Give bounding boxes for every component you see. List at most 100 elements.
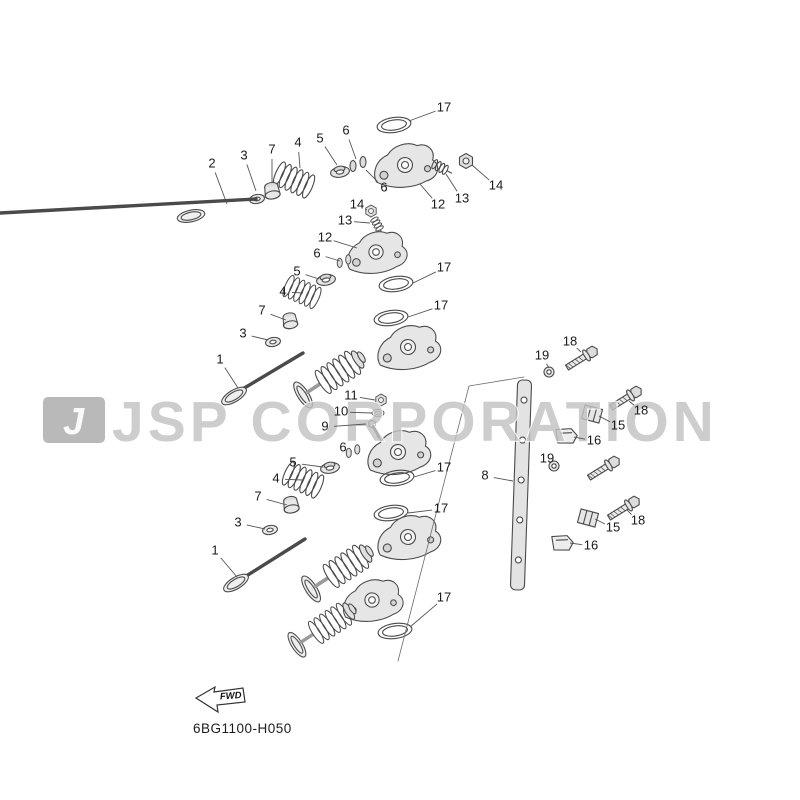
locknut (365, 204, 377, 218)
callout-leader-line (407, 509, 433, 514)
callout-leader-line (364, 208, 368, 211)
callout-label: 6 (380, 179, 387, 194)
spring-seat-washer (264, 335, 282, 349)
callout-label: 12 (431, 196, 445, 211)
rocker-arm (373, 511, 444, 564)
locknut (458, 152, 474, 170)
callout-label: 13 (455, 190, 469, 205)
callout-label: 19 (540, 450, 554, 465)
callout-label: 17 (434, 297, 448, 312)
callout-leader-line (246, 164, 257, 192)
washer-19 (543, 366, 555, 378)
callout-label: 4 (279, 283, 286, 298)
callout-leader-line (493, 477, 514, 482)
callout-label: 5 (289, 454, 296, 469)
callout-label: 4 (272, 470, 279, 485)
callout-leader-line (569, 542, 583, 546)
spring-retainer (315, 272, 337, 288)
spring-seat-washer (261, 523, 279, 537)
callout-leader-line (224, 367, 239, 389)
callout-label: 17 (437, 589, 451, 604)
oring-gasket (375, 114, 413, 136)
callout-leader-line (353, 221, 371, 224)
valve-head (220, 570, 252, 596)
callout-label: 5 (316, 130, 323, 145)
callout-leader-line (325, 256, 341, 262)
callout-label: 17 (437, 99, 451, 114)
spring-retainer (319, 460, 341, 476)
callout-leader-line (419, 183, 433, 199)
valve-stem-seal (281, 311, 299, 331)
callout-label: 6 (339, 439, 346, 454)
callout-leader-line (573, 436, 586, 440)
watermark-text: JSP CORPORATION (112, 390, 718, 454)
callout-leader-line (412, 271, 437, 284)
rocker-arm (373, 321, 444, 374)
callout-label: 14 (489, 177, 503, 192)
callout-leader-line (214, 172, 228, 205)
callout-leader-line (251, 335, 269, 341)
watermark: J JSP CORPORATION (41, 389, 718, 455)
watermark-logo: J (41, 395, 107, 445)
callout-label: 6 (342, 122, 349, 137)
artwork-layer (0, 114, 645, 662)
rocker-arm (343, 227, 410, 278)
callout-leader-line (598, 415, 611, 423)
callout-leader-line (407, 308, 433, 318)
callout-label: 15 (611, 417, 625, 432)
callout-leader-line (349, 411, 373, 414)
callout-leader-line (324, 146, 338, 166)
valve-stem (239, 351, 305, 392)
fwd-arrow: FWD (194, 685, 246, 714)
callout-leader-line (333, 240, 358, 249)
callout-label: 13 (338, 212, 352, 227)
valve-stem-seal (262, 180, 282, 201)
callout-label: 16 (587, 432, 601, 447)
valve-head (175, 206, 207, 226)
callout-label: 17 (434, 500, 448, 515)
reference-line (397, 376, 525, 662)
callout-label: 2 (208, 155, 215, 170)
callout-label: 12 (318, 229, 332, 244)
callout-leader-line (301, 463, 324, 468)
watermark-logo-letter: J (63, 401, 85, 443)
callout-leader-line (408, 110, 436, 122)
callout-label: 15 (606, 519, 620, 534)
callout-label: 3 (239, 325, 246, 340)
washer-19 (548, 460, 560, 472)
valve-cotter (349, 155, 367, 173)
callout-label: 3 (234, 514, 241, 529)
callout-label: 1 (216, 351, 223, 366)
callout-label: 16 (584, 537, 598, 552)
callout-leader-line (305, 274, 320, 280)
callout-leader-line (266, 498, 288, 506)
callout-label: 18 (634, 402, 648, 417)
callout-leader-line (413, 470, 436, 478)
rocker-shaft-retainer-plate (509, 379, 533, 591)
callout-label: 9 (321, 418, 328, 433)
callout-leader-line (359, 397, 376, 401)
callout-leader-line (284, 478, 303, 481)
callout-label: 18 (631, 512, 645, 527)
callout-label: 10 (334, 403, 348, 418)
callout-leader-line (298, 151, 301, 169)
callout-leader-line (348, 139, 357, 160)
callout-leader-line (270, 313, 287, 321)
valve-stem (241, 537, 307, 580)
assembled-valve-spring (284, 595, 363, 661)
callout-leader-line (471, 164, 490, 181)
callout-leader-line (546, 363, 550, 369)
callout-leader-line (628, 400, 635, 406)
diagram-code: 6BG1100-H050 (193, 721, 292, 736)
callout-label: 7 (268, 141, 275, 156)
callout-leader-line (626, 509, 632, 515)
callout-leader-line (445, 173, 458, 192)
callout-leader-line (409, 603, 438, 628)
callout-label: 5 (293, 263, 300, 278)
oring-gasket (372, 307, 410, 329)
callout-label: 8 (481, 467, 488, 482)
callout-label: 14 (350, 196, 364, 211)
